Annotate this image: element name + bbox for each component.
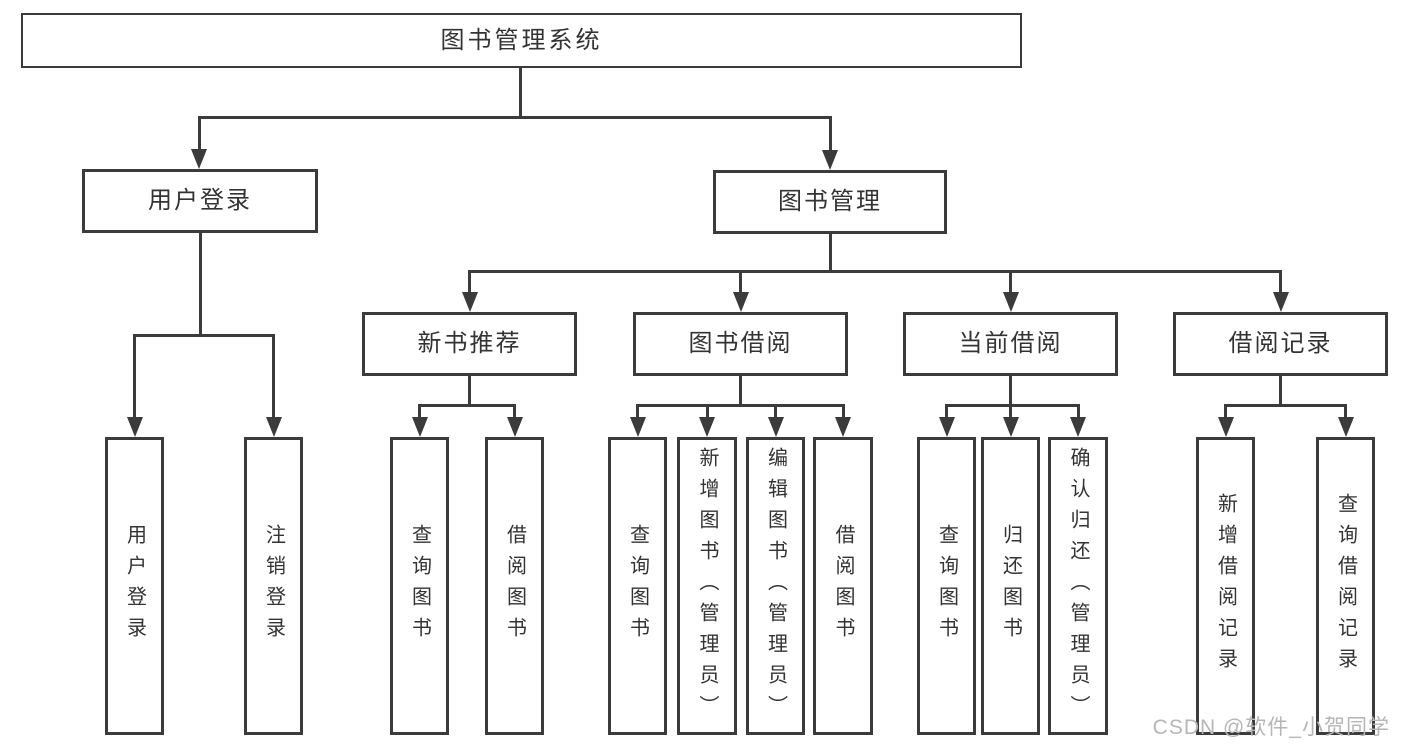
connector-line xyxy=(1076,404,1080,420)
arrow-down-icon xyxy=(1272,292,1289,312)
connector-line xyxy=(272,334,275,421)
arrow-down-icon xyxy=(767,417,784,437)
connector-line xyxy=(1344,404,1347,420)
arrow-down-icon xyxy=(732,292,749,312)
arrow-down-icon xyxy=(699,417,715,437)
connector-line xyxy=(198,233,202,336)
leaf-record-query: 查询借阅记录 xyxy=(1316,437,1375,735)
connector-line xyxy=(467,270,1282,273)
leaf-borrow-edit: 编辑图书（管理员） xyxy=(746,437,805,735)
leaf-newbook-borrow: 借阅图书 xyxy=(485,437,544,735)
connector-line xyxy=(1279,376,1282,407)
arrow-down-icon xyxy=(191,149,207,169)
leaf-current-confirm: 确认归还（管理员） xyxy=(1048,437,1108,735)
connector-line xyxy=(1009,270,1012,295)
node-current-borrow: 当前借阅 xyxy=(903,312,1118,376)
node-book-borrow: 图书借阅 xyxy=(633,312,848,376)
arrow-down-icon xyxy=(1070,417,1086,437)
leaf-user-login: 用户登录 xyxy=(105,437,164,735)
arrow-down-icon xyxy=(506,417,523,437)
connector-line xyxy=(1224,404,1227,420)
leaf-borrow-add: 新增图书（管理员） xyxy=(677,437,737,735)
node-root: 图书管理系统 xyxy=(21,13,1022,68)
node-book-management: 图书管理 xyxy=(713,170,947,234)
arrow-down-icon xyxy=(1217,417,1234,437)
connector-line xyxy=(774,404,777,420)
arrow-down-icon xyxy=(822,150,838,170)
connector-line xyxy=(513,404,516,420)
connector-line xyxy=(828,234,832,273)
leaf-borrow-borrow: 借阅图书 xyxy=(813,437,873,735)
arrow-down-icon xyxy=(461,292,478,312)
connector-line xyxy=(1224,404,1347,407)
csdn-watermark: CSDN @软件_小贺同学 xyxy=(1152,716,1390,739)
connector-line xyxy=(636,404,639,420)
connector-line xyxy=(828,116,832,153)
connector-line xyxy=(841,404,845,420)
arrow-down-icon xyxy=(938,417,955,437)
arrow-down-icon xyxy=(1002,292,1019,312)
arrow-down-icon xyxy=(1002,417,1019,437)
connector-line xyxy=(133,334,275,337)
connector-line xyxy=(1279,270,1282,295)
connector-line xyxy=(197,116,201,153)
connector-line xyxy=(197,116,832,119)
arrow-down-icon xyxy=(126,417,143,437)
leaf-current-query: 查询图书 xyxy=(917,437,976,735)
arrow-down-icon xyxy=(629,417,646,437)
connector-line xyxy=(418,404,421,420)
node-user-login: 用户登录 xyxy=(82,169,318,233)
connector-line xyxy=(418,404,516,407)
arrow-down-icon xyxy=(835,417,851,437)
connector-line xyxy=(518,68,522,119)
connector-line xyxy=(636,404,845,407)
connector-line xyxy=(1009,404,1012,420)
connector-line xyxy=(945,404,1080,407)
connector-line xyxy=(1009,376,1012,407)
node-new-book: 新书推荐 xyxy=(362,312,577,376)
node-borrow-record: 借阅记录 xyxy=(1173,312,1388,376)
connector-line xyxy=(468,376,471,407)
arrow-down-icon xyxy=(411,417,428,437)
connector-line xyxy=(739,376,742,407)
leaf-current-return: 归还图书 xyxy=(981,437,1040,735)
connector-line xyxy=(739,270,742,295)
leaf-borrow-query: 查询图书 xyxy=(608,437,667,735)
leaf-record-add: 新增借阅记录 xyxy=(1196,437,1255,735)
leaf-newbook-query: 查询图书 xyxy=(390,437,449,735)
connector-line xyxy=(945,404,948,420)
connector-line xyxy=(705,404,709,420)
connector-line xyxy=(468,270,471,295)
arrow-down-icon xyxy=(1337,417,1354,437)
connector-line xyxy=(133,334,136,421)
leaf-logout: 注销登录 xyxy=(244,437,303,735)
arrow-down-icon xyxy=(265,417,282,437)
